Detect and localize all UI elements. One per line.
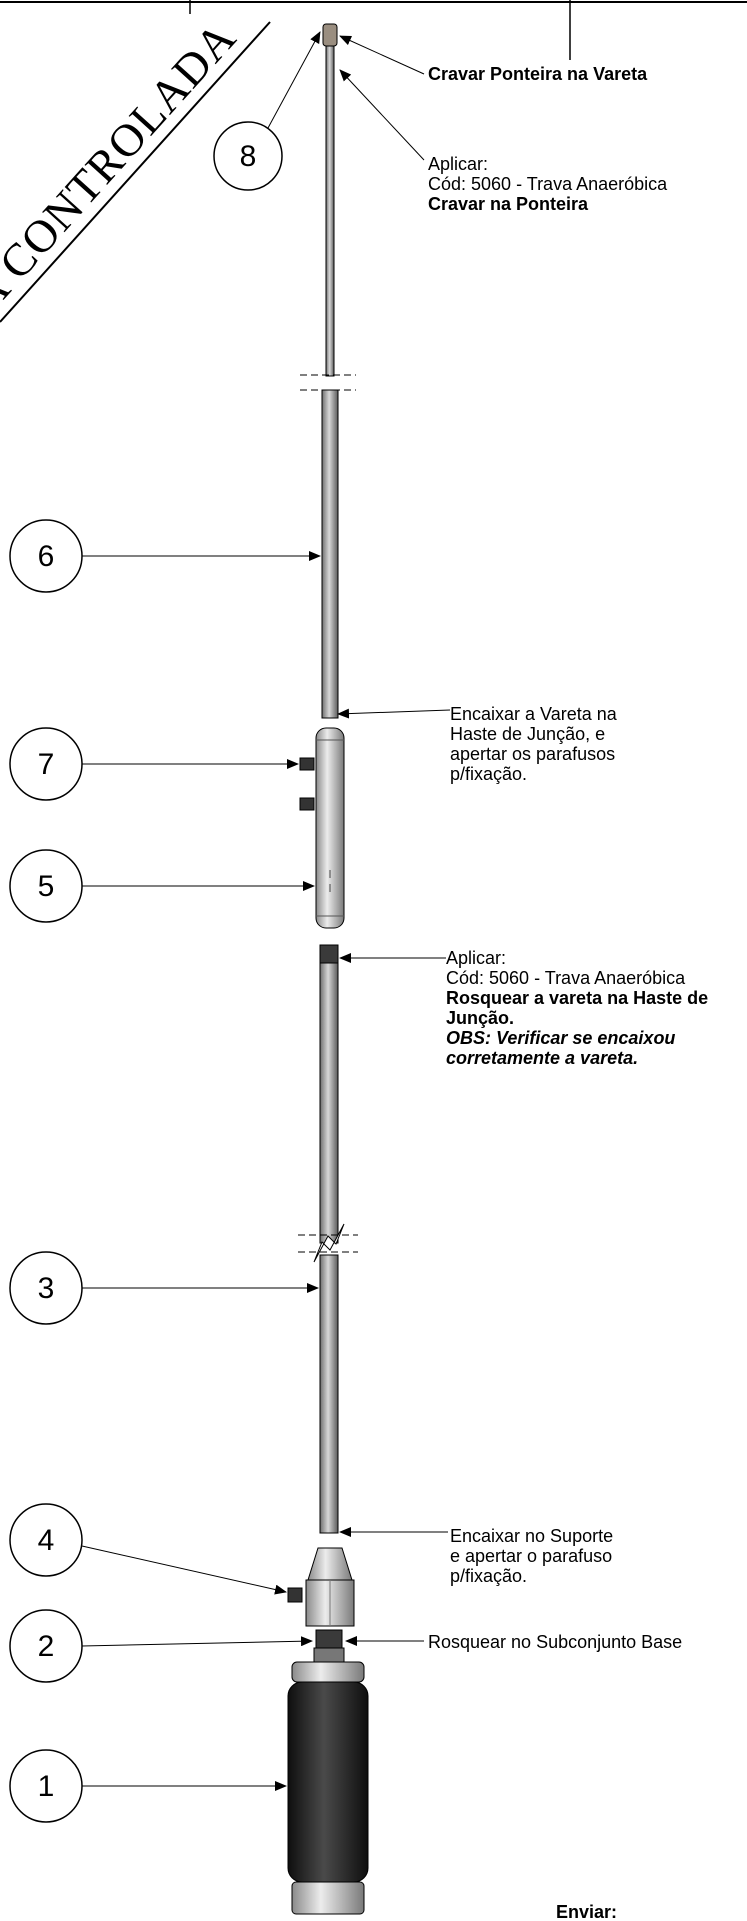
balloon-7: 7	[9, 727, 299, 801]
svg-text:OBS: Verificar se encaixou: OBS: Verificar se encaixou	[446, 1028, 675, 1048]
svg-text:p/fixação.: p/fixação.	[450, 764, 527, 784]
svg-text:8: 8	[240, 140, 257, 173]
base-body	[287, 1661, 369, 1915]
junction-rod	[299, 727, 345, 929]
balloon-2: 2	[9, 1609, 313, 1683]
balloon-5: 5	[9, 849, 315, 923]
svg-text:Cód: 5060 - Trava Anaeróbica: Cód: 5060 - Trava Anaeróbica	[446, 968, 686, 988]
svg-text:corretamente a vareta.: corretamente a vareta.	[446, 1048, 638, 1068]
note-aplicar-top: Aplicar: Cód: 5060 - Trava Anaeróbica Cr…	[428, 154, 668, 214]
support-part	[287, 1547, 355, 1627]
svg-text:7: 7	[38, 748, 55, 781]
note-rosquear-base: Rosquear no Subconjunto Base	[428, 1632, 682, 1652]
svg-text:Rosquear a vareta na Haste de: Rosquear a vareta na Haste de	[446, 988, 708, 1008]
svg-text:apertar os parafusos: apertar os parafusos	[450, 744, 615, 764]
svg-text:1: 1	[38, 1770, 55, 1803]
balloon-3: 3	[9, 1251, 319, 1325]
stamp-text: A CONTROLADA	[0, 12, 246, 322]
balloon-1: 1	[9, 1749, 287, 1823]
svg-text:Rosquear no Subconjunto Base: Rosquear no Subconjunto Base	[428, 1632, 682, 1652]
svg-text:Aplicar:: Aplicar:	[428, 154, 488, 174]
svg-text:3: 3	[38, 1272, 55, 1305]
note-leaders	[337, 35, 451, 1646]
tip-part	[322, 23, 338, 47]
lower-rod	[319, 944, 339, 1534]
break-symbol-lower	[298, 1223, 358, 1263]
balloon-4: 4	[9, 1503, 287, 1595]
svg-text:Haste de Junção, e: Haste de Junção, e	[450, 724, 605, 744]
note-encaixar-suporte: Encaixar no Suporte e apertar o parafuso…	[450, 1526, 613, 1586]
svg-text:Aplicar:: Aplicar:	[446, 948, 506, 968]
svg-text:e apertar o parafuso: e apertar o parafuso	[450, 1546, 612, 1566]
svg-text:Cravar Ponteira na Vareta: Cravar Ponteira na Vareta	[428, 64, 648, 84]
svg-text:5: 5	[38, 870, 55, 903]
note-enviar: Enviar:	[556, 1902, 617, 1921]
svg-text:Encaixar a Vareta na: Encaixar a Vareta na	[450, 704, 618, 724]
threaded-coupling	[313, 1629, 345, 1663]
svg-text:p/fixação.: p/fixação.	[450, 1566, 527, 1586]
svg-text:2: 2	[38, 1630, 55, 1663]
note-aplicar-mid: Aplicar: Cód: 5060 - Trava Anaeróbica Ro…	[446, 948, 708, 1068]
svg-text:Enviar:: Enviar:	[556, 1902, 617, 1921]
break-symbol-upper	[300, 374, 356, 391]
svg-text:Cravar na Ponteira: Cravar na Ponteira	[428, 194, 589, 214]
svg-text:Cód: 5060 - Trava Anaeróbica: Cód: 5060 - Trava Anaeróbica	[428, 174, 668, 194]
balloon-6: 6	[9, 519, 321, 593]
note-ponteira: Cravar Ponteira na Vareta	[428, 64, 648, 84]
svg-text:6: 6	[38, 540, 55, 573]
svg-text:Encaixar no Suporte: Encaixar no Suporte	[450, 1526, 613, 1546]
title-block-border	[0, 0, 747, 60]
upper-rod	[321, 45, 339, 719]
svg-text:Junção.: Junção.	[446, 1008, 514, 1028]
balloon-8: 8	[213, 31, 321, 191]
note-encaixar-vareta: Encaixar a Vareta na Haste de Junção, e …	[450, 704, 618, 784]
svg-text:4: 4	[38, 1524, 55, 1557]
